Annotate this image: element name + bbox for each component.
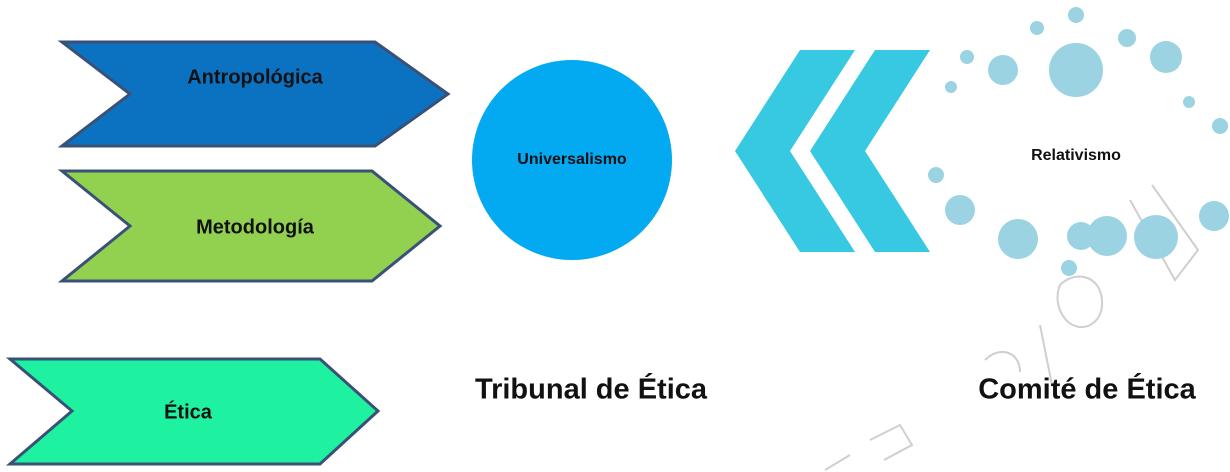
comite-title: Comité de Ética (978, 373, 1196, 406)
tribunal-title: Tribunal de Ética (474, 373, 708, 406)
etica-label: Ética (164, 401, 212, 424)
arrow-antropologica (57, 40, 451, 148)
antropologica-label: Antropológica (187, 66, 323, 89)
chevron-left-icon (810, 50, 930, 252)
arrow-metodologia (57, 169, 443, 283)
watermark (824, 184, 1200, 471)
metodologia-label: Metodología (196, 216, 314, 239)
chevron-left-icon (735, 50, 855, 252)
arrow-etica (5, 357, 381, 466)
relativismo-dot-ring (928, 7, 1229, 276)
universalismo-label: Universalismo (517, 151, 627, 168)
universalismo-circle (472, 60, 672, 260)
relativismo-label: Relativismo (1031, 147, 1121, 164)
